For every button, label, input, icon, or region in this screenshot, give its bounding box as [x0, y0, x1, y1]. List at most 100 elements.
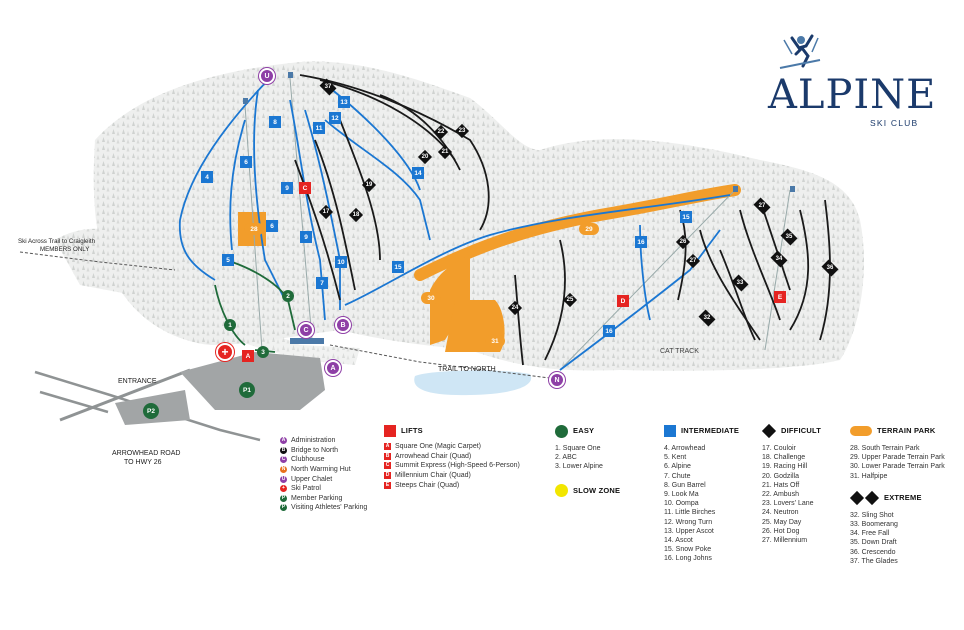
terrain-park-30 — [430, 255, 470, 345]
intermediate-item: 7. Chute — [664, 472, 691, 480]
parking-lot-p1 — [180, 352, 325, 410]
terrain-park-item: 29. Upper Parade Terrain Park — [850, 454, 945, 462]
terrain-park-item: 31. Halfpipe — [850, 472, 888, 480]
intermediate-item: 16. Long Johns — [664, 555, 712, 563]
intermediate-item: 11. Little Birches — [664, 509, 716, 517]
slow-zone-title: SLOW ZONE — [573, 486, 621, 495]
facility-label: Clubhouse — [291, 456, 325, 464]
facility-legend-item: C Clubhouse — [280, 455, 390, 465]
terrain-park-29 — [414, 184, 741, 281]
lift-legend-item: C Summit Express (High-Speed 6-Person) — [384, 461, 534, 471]
blue-square-icon — [664, 425, 676, 437]
difficult-item: 23. Lovers' Lane — [762, 500, 814, 508]
difficult-item: 17. Couloir — [762, 445, 796, 452]
easy-item: 1. Square One — [555, 445, 601, 452]
difficult-item: 27. Millennium — [762, 537, 808, 545]
forest-west — [55, 228, 200, 300]
extreme-item: 32. Sling Shot — [850, 511, 894, 519]
black-diamond-icon — [761, 423, 777, 439]
facility-label: Ski Patrol — [291, 485, 321, 493]
facility-icon: P — [280, 494, 287, 502]
road-label-2: TO HWY 26 — [124, 459, 162, 466]
difficult-item: 21. Hats Off — [762, 481, 800, 489]
easy-title: EASY — [573, 426, 595, 436]
extreme-title: EXTREME — [884, 493, 922, 503]
lift-square-icon — [384, 425, 396, 437]
lift-label: Steeps Chair (Quad) — [395, 481, 460, 489]
extreme-item: 35. Down Draft — [850, 539, 897, 547]
difficult-item: 20. Godzilla — [762, 472, 799, 480]
difficult-item: 22. Ambush — [762, 491, 799, 499]
orange-pill-icon — [850, 426, 872, 436]
lift-terminals — [243, 72, 795, 344]
terrain-park-item: 30. Lower Parade Terrain Park — [850, 463, 945, 471]
difficult-item: 24. Neutron — [762, 509, 799, 517]
facility-icon: U — [280, 475, 287, 483]
difficult-item: 26. Hot Dog — [762, 527, 800, 535]
terrain-park-title: TERRAIN PARK — [877, 426, 936, 436]
intermediate-title: INTERMEDIATE — [681, 426, 740, 436]
lift-legend-item: B Arrowhead Chair (Quad) — [384, 452, 534, 462]
terrain-park-31 — [445, 300, 505, 352]
intermediate-item: 15. Snow Poke — [664, 546, 712, 554]
easy-item: 3. Lower Alpine — [555, 463, 603, 471]
forest-base — [200, 328, 360, 365]
extreme-item: 33. Boomerang — [850, 521, 898, 529]
lift-label: Square One (Magic Carpet) — [395, 443, 481, 451]
yellow-circle-icon — [555, 484, 568, 498]
lifts-title: LIFTS — [401, 426, 423, 436]
extreme-item: 36. Crescendo — [850, 548, 896, 556]
logo-wordmark: ALPINE — [768, 72, 937, 118]
lift-label: Millennium Chair (Quad) — [395, 471, 471, 479]
double-diamond-icon — [849, 490, 880, 505]
green-circle-icon — [555, 424, 568, 438]
terrain-park-legend: TERRAIN PARK 28. South Terrain Park 29. U… — [849, 424, 960, 566]
facility-label: Administration — [291, 437, 336, 445]
extreme-item: 37. The Glades — [850, 557, 898, 565]
intermediate-item: 13. Upper Ascot — [664, 527, 714, 535]
lift-label: Arrowhead Chair (Quad) — [395, 452, 472, 460]
skier-icon — [779, 34, 821, 69]
intermediate-item: 8. Gun Barrel — [664, 481, 706, 489]
logo-subtitle: SKI CLUB — [870, 118, 919, 128]
intermediate-item: 10. Oompa — [664, 500, 699, 508]
intermediate-item: 9. Look Ma — [664, 491, 699, 499]
facility-label: Bridge to North — [291, 446, 339, 454]
lift-label: Summit Express (High-Speed 6-Person) — [395, 462, 520, 470]
terrain-park-item: 28. South Terrain Park — [850, 445, 920, 452]
lift-code-icon: D — [384, 471, 391, 480]
facility-icon: N — [280, 465, 287, 474]
ski-across-label: Ski Across Trail to Craigleith — [18, 238, 96, 245]
trail-to-north — [329, 344, 551, 379]
facility-label: North Warming Hut — [291, 465, 351, 473]
intermediate-item: 12. Wrong Turn — [664, 518, 713, 526]
difficult-item: 25. May Day — [762, 518, 802, 526]
facility-icon: A — [280, 437, 287, 445]
members-only-label: MEMBERS ONLY — [40, 246, 90, 253]
trail-north-label: TRAIL TO NORTH — [438, 366, 496, 373]
easy-item: 2. ABC — [555, 454, 577, 462]
facility-icon: + — [280, 485, 287, 493]
facility-legend-item: N North Warming Hut — [280, 465, 390, 475]
lift-code-icon: B — [384, 452, 391, 460]
facility-icon: C — [280, 456, 287, 464]
lift-code-icon: C — [384, 462, 391, 470]
facility-icon: P — [280, 504, 287, 512]
difficult-title: DIFFICULT — [781, 426, 821, 436]
intermediate-item: 6. Alpine — [664, 463, 691, 471]
intermediate-item: 14. Ascot — [664, 537, 693, 545]
intermediate-item: 4. Arrowhead — [664, 445, 706, 452]
intermediate-item: 5. Kent — [664, 454, 687, 462]
extreme-item: 34. Free Fall — [850, 530, 890, 538]
